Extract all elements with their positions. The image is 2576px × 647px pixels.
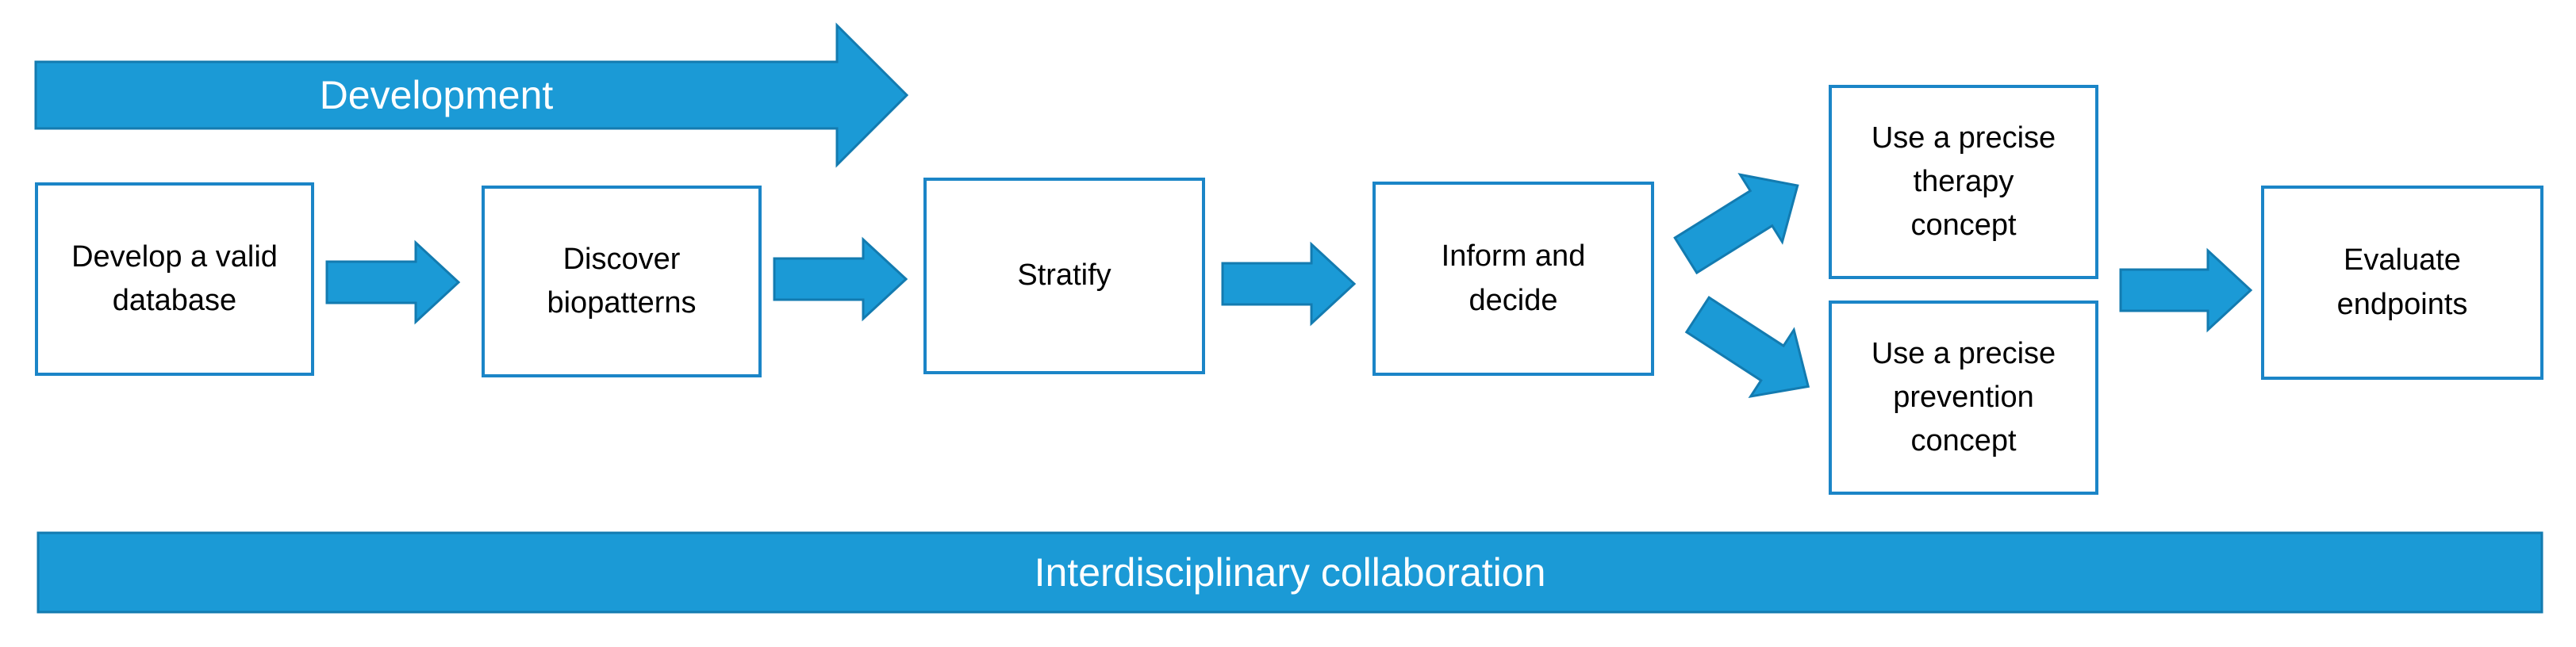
connector-arrow-database-to-biopatterns bbox=[325, 239, 461, 325]
connector-arrow-inform-to-prevention bbox=[1684, 296, 1810, 398]
step-label-discover-biopatterns: Discover biopatterns bbox=[547, 242, 697, 320]
step-box-discover-biopatterns bbox=[482, 186, 762, 377]
development-arrow-label: Development bbox=[319, 73, 554, 117]
step-box-develop-database bbox=[35, 182, 314, 376]
step-box-therapy-concept bbox=[1829, 85, 2098, 279]
step-label-evaluate-endpoints: Evaluate endpoints bbox=[2336, 243, 2468, 321]
step-box-prevention-concept bbox=[1829, 301, 2098, 495]
step-label-stratify: Stratify bbox=[1017, 258, 1111, 293]
development-arrow bbox=[34, 22, 909, 168]
step-box-inform-decide bbox=[1372, 182, 1654, 376]
collaboration-bar-label: Interdisciplinary collaboration bbox=[1034, 550, 1546, 595]
connector-arrow-biopatterns-to-stratify bbox=[773, 236, 908, 322]
connector-arrow-to-evaluate bbox=[2119, 247, 2253, 333]
step-label-therapy-concept: Use a precise therapy concept bbox=[1871, 121, 2056, 243]
step-box-evaluate-endpoints bbox=[2261, 186, 2543, 380]
connector-arrow-stratify-to-inform bbox=[1221, 241, 1357, 327]
step-label-prevention-concept: Use a precise prevention concept bbox=[1871, 336, 2056, 458]
step-label-inform-decide: Inform and decide bbox=[1441, 239, 1586, 317]
step-box-stratify bbox=[923, 178, 1205, 374]
step-label-develop-database: Develop a valid database bbox=[71, 239, 278, 317]
connector-arrow-inform-to-therapy bbox=[1673, 173, 1799, 275]
collaboration-bar bbox=[36, 531, 2543, 614]
